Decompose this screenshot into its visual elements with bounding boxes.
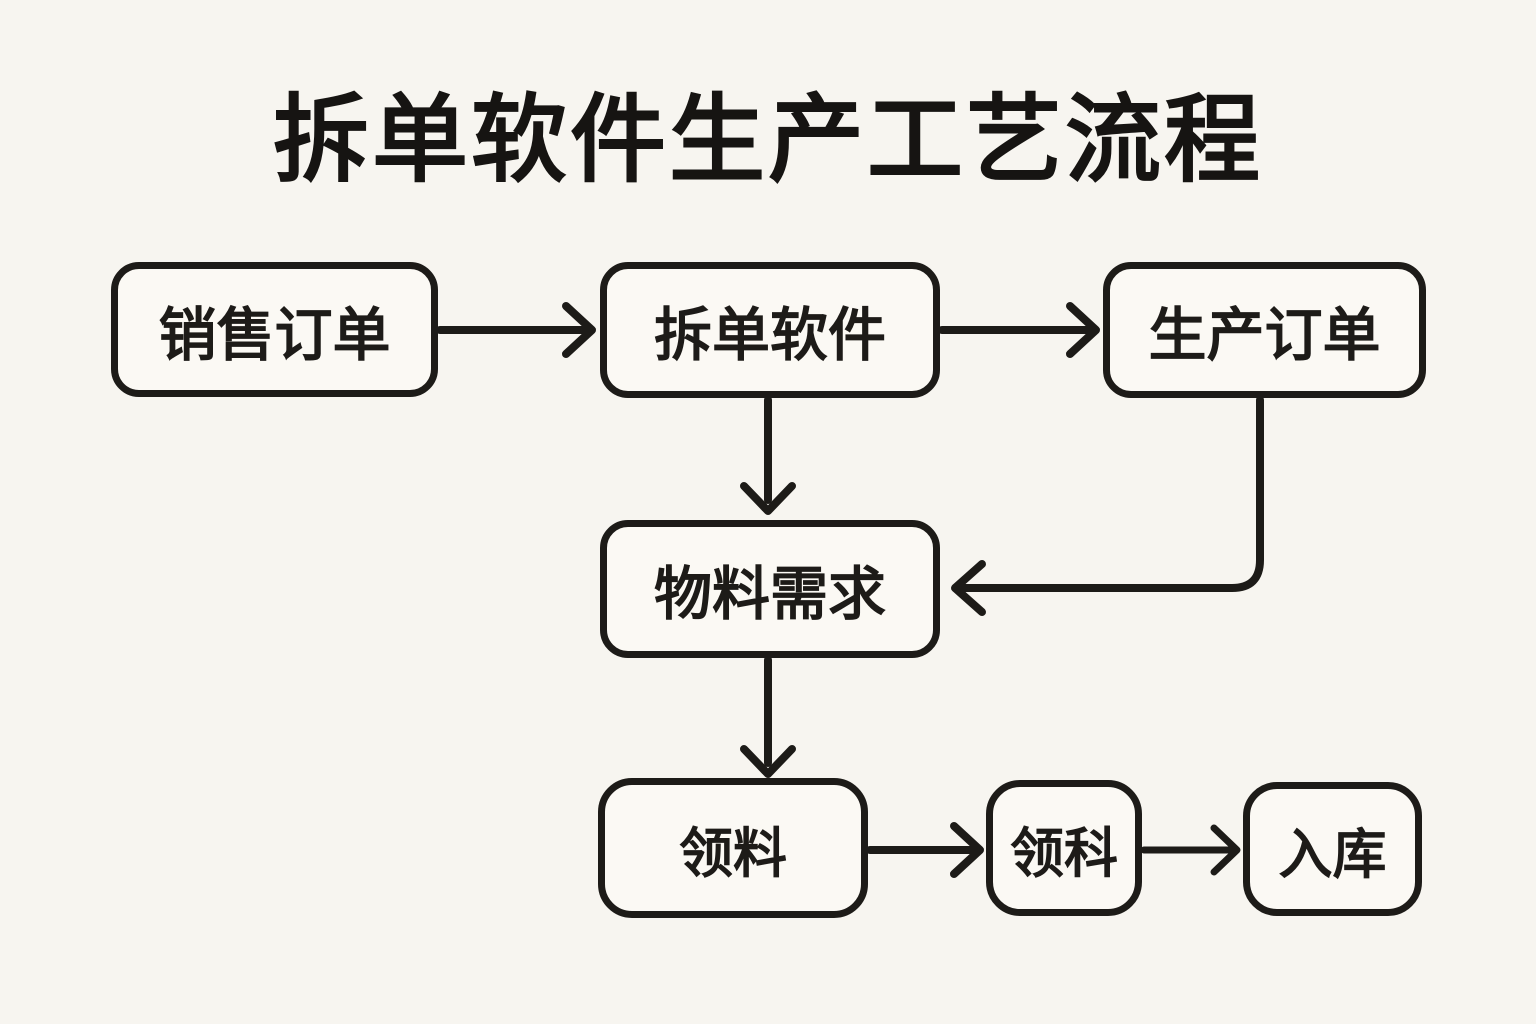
node-warehouse-in: 入库 xyxy=(1243,782,1422,916)
arrow-split-to-material xyxy=(740,396,796,515)
arrow-picking-to-picking2 xyxy=(866,822,984,878)
node-picking-2: 领科 xyxy=(986,780,1142,916)
node-material-requirements-label: 物料需求 xyxy=(653,562,886,627)
arrow-material-to-picking xyxy=(740,656,796,778)
node-production-order: 生产订单 xyxy=(1103,262,1426,398)
node-picking-2-label: 领科 xyxy=(1010,823,1118,884)
node-material-requirements: 物料需求 xyxy=(600,520,940,658)
diagram-title: 拆单软件生产工艺流程 xyxy=(273,87,1263,194)
node-split-software: 拆单软件 xyxy=(600,262,940,398)
node-split-software-label: 拆单软件 xyxy=(653,303,886,368)
node-sales-order: 销售订单 xyxy=(111,262,438,397)
node-sales-order-label: 销售订单 xyxy=(158,302,391,368)
node-picking-label: 领料 xyxy=(679,823,787,884)
node-warehouse-in-label: 入库 xyxy=(1278,824,1387,885)
arrow-split-to-production xyxy=(938,302,1100,358)
arrow-picking2-to-warehouse xyxy=(1140,824,1241,876)
arrow-sales-to-split xyxy=(436,302,596,358)
arrow-production-to-material xyxy=(951,396,1264,616)
node-production-order-label: 生产订单 xyxy=(1148,303,1381,368)
node-picking: 领料 xyxy=(598,778,868,918)
